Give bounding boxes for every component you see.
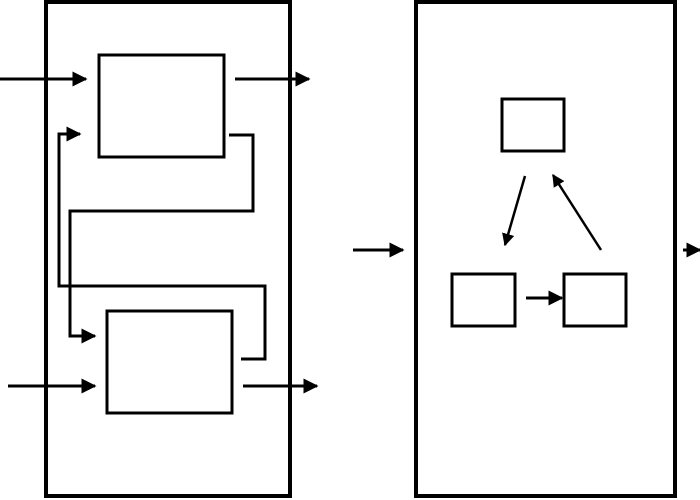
bottom-left-node	[450, 272, 517, 328]
top-node	[500, 97, 566, 153]
bottom-right-node	[562, 272, 628, 328]
upper-output-to-lower-input	[68, 133, 255, 344]
bottom-right-to-top	[551, 173, 603, 251]
upper-block	[97, 53, 226, 159]
right-panel-frame	[414, 0, 677, 498]
lower-block	[105, 309, 234, 415]
left-panel-frame	[44, 0, 292, 498]
lower-output-to-upper-input	[57, 126, 267, 361]
top-to-bottom-left	[502, 175, 527, 247]
